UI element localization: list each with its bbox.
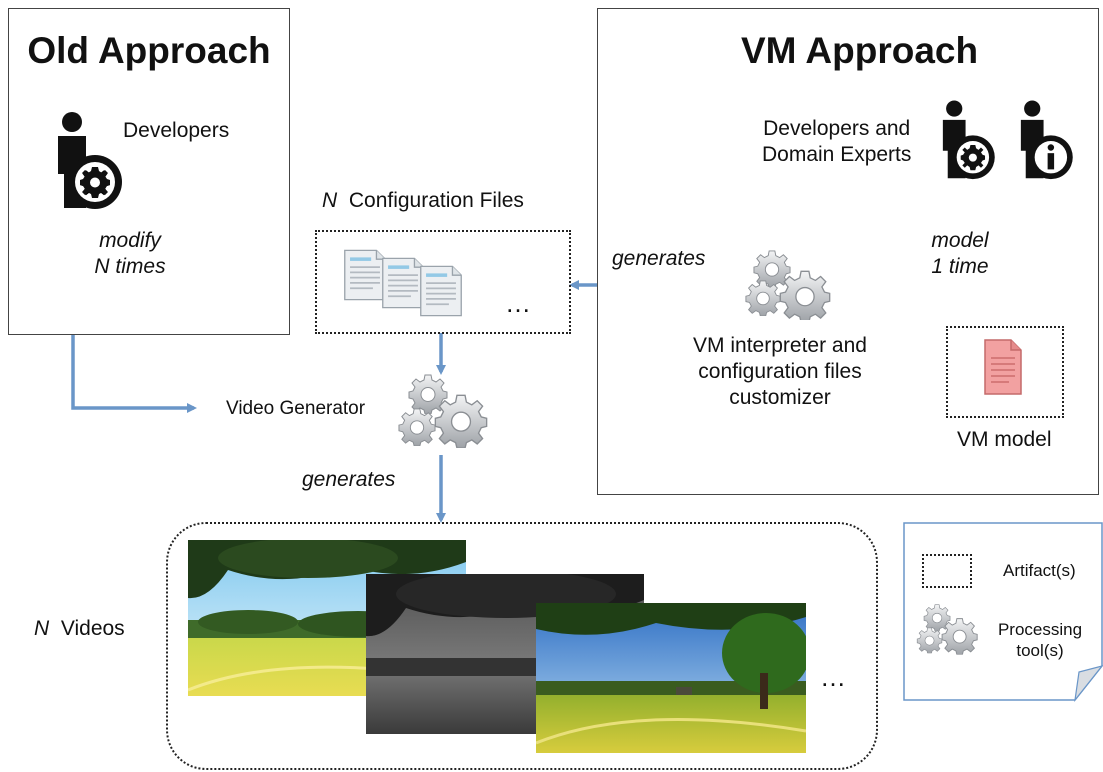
- config-files-ellipsis: …: [505, 288, 531, 318]
- model-label-line2: 1 time: [931, 255, 989, 278]
- interpreter-generates-label: generates: [612, 247, 706, 270]
- videos-title: N Videos: [34, 616, 125, 642]
- config-files-label: Configuration Files: [348, 189, 524, 212]
- vm-approach-panel: VM Approach: [597, 8, 1099, 495]
- vm-model-label: VM model: [957, 428, 1052, 451]
- config-files-title: N Configuration Files: [322, 188, 524, 214]
- interpreter-label-line1: VM interpreter and: [693, 334, 867, 357]
- config-files-n: N: [322, 189, 338, 212]
- legend-processing-line2: tool(s): [1016, 641, 1064, 660]
- domain-expert-info-icon: [1020, 100, 1073, 180]
- model-edge-label: model 1 time: [905, 228, 1015, 280]
- vm-actors-label-line1: Developers and: [763, 117, 911, 140]
- config-file-document-icon: [419, 265, 463, 317]
- legend-processing-label: Processing tool(s): [990, 619, 1090, 661]
- legend-artifact-swatch: [922, 554, 972, 588]
- legend-artifact-label: Artifact(s): [1003, 561, 1076, 580]
- old-approach-panel: Old Approach: [8, 8, 290, 335]
- legend-processing-gears-icon: [916, 604, 978, 655]
- old-developers-label: Developers: [123, 119, 230, 142]
- interpreter-gears-icon: [745, 250, 831, 320]
- config-files-artifact-box: [315, 230, 571, 334]
- modify-label-line2: N times: [94, 255, 166, 278]
- video-generator-gears-icon: [398, 374, 488, 448]
- developer-gear-icon: [58, 112, 122, 209]
- vm-model-artifact-box: [946, 326, 1064, 418]
- interpreter-label-line3: customizer: [729, 386, 831, 409]
- developer-gear-icon: [942, 100, 995, 180]
- video-frame-saturated: [536, 603, 806, 753]
- legend-panel: [903, 522, 1103, 702]
- legend-processing-line1: Processing: [997, 620, 1083, 639]
- vm-approach-title: VM Approach: [741, 30, 979, 71]
- vm-model-document-icon: [984, 339, 1022, 395]
- modify-edge-label: modify N times: [70, 228, 190, 280]
- videos-n: N: [34, 617, 50, 640]
- old-approach-title: Old Approach: [27, 30, 271, 71]
- model-label-line1: model: [931, 229, 989, 252]
- video-generator-generates-label: generates: [302, 468, 396, 491]
- interpreter-label: VM interpreter and configuration files c…: [660, 333, 900, 411]
- vm-actors-label: Developers and Domain Experts: [762, 116, 911, 168]
- modify-label-line1: modify: [99, 229, 161, 252]
- videos-label: Videos: [60, 617, 125, 640]
- video-generator-label: Video Generator: [226, 398, 366, 419]
- interpreter-label-line2: configuration files: [698, 360, 862, 383]
- videos-ellipsis: …: [820, 662, 846, 692]
- videos-artifact-box: [166, 522, 878, 770]
- vm-actors-label-line2: Domain Experts: [762, 143, 912, 166]
